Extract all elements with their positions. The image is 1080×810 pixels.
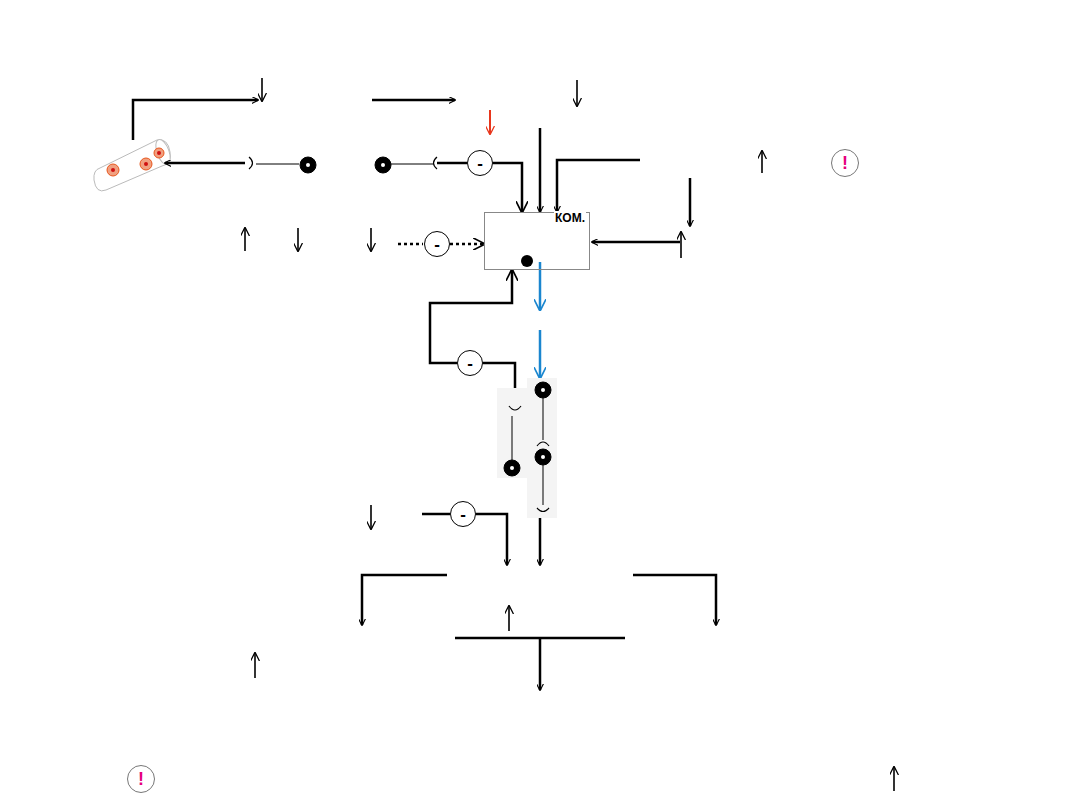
connector-arrow xyxy=(450,243,484,246)
symbol-text: - xyxy=(460,506,466,523)
compartment-box: КОМ. xyxy=(484,212,590,270)
box-label: КОМ. xyxy=(554,211,586,225)
symbol-text: ! xyxy=(138,770,144,788)
warning-circle: ! xyxy=(127,765,155,793)
inhibit-circle: - xyxy=(450,501,476,527)
symbol-text: ! xyxy=(842,154,848,172)
membrane-dot xyxy=(521,255,533,267)
synapse-symbol xyxy=(249,157,467,173)
synapse-symbol xyxy=(497,378,557,518)
symbol-text: - xyxy=(477,155,483,172)
inhibit-circle: - xyxy=(424,231,450,257)
inhibit-circle: - xyxy=(467,150,493,176)
cylinder-cell xyxy=(94,138,173,191)
symbol-text: - xyxy=(434,236,440,253)
connector-arrow xyxy=(493,163,522,212)
inhibit-circle: - xyxy=(457,350,483,376)
symbol-text: - xyxy=(467,355,473,372)
warning-circle: ! xyxy=(831,149,859,177)
